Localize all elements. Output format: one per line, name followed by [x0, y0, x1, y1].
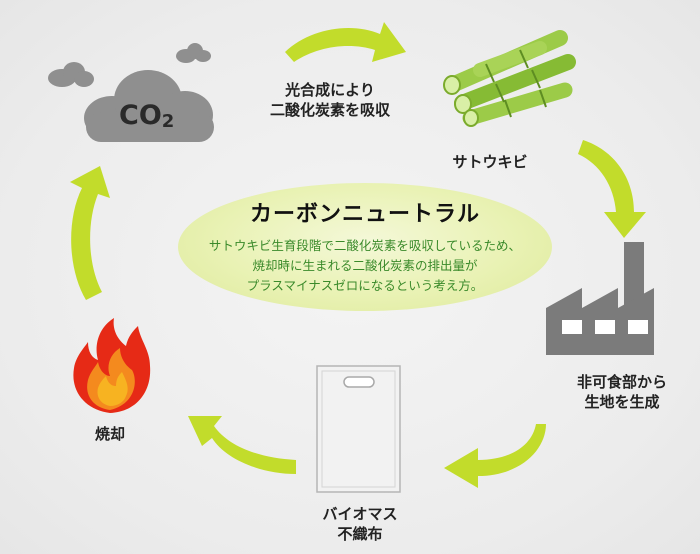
- factory-label-line-1: 非可食部から: [576, 373, 667, 391]
- arrow-to-co2-icon: [70, 166, 110, 300]
- arrow-to-factory-icon: [578, 140, 646, 238]
- bag-label-line-2: 不織布: [337, 525, 383, 543]
- center-description-line-2: 焼却時に生まれる二酸化炭素の排出量が: [252, 258, 478, 273]
- absorption-label-line-2: 二酸化炭素を吸収: [269, 101, 390, 119]
- co2-text: CO2: [119, 100, 174, 132]
- arrow-to-bag-icon: [444, 424, 546, 488]
- absorption-label-line-1: 光合成により: [285, 81, 375, 99]
- center-title: カーボンニュートラル: [249, 202, 480, 227]
- factory-label: 非可食部から 生地を生成: [552, 372, 692, 412]
- bag-label-line-1: バイオマス: [322, 505, 398, 523]
- center-description-line-1: サトウキビ生育段階で二酸化炭素を吸収しているため、: [208, 238, 522, 253]
- co2-subscript: 2: [162, 111, 175, 132]
- sugarcane-label: サトウキビ: [452, 153, 528, 171]
- absorption-label: 光合成により 二酸化炭素を吸収: [230, 80, 430, 120]
- arrow-to-fire-icon: [188, 416, 296, 474]
- bag-label: バイオマス 不織布: [290, 504, 430, 544]
- factory-label-line-2: 生地を生成: [584, 393, 660, 411]
- fire-label: 焼却: [94, 425, 125, 443]
- arrow-to-sugarcane-icon: [285, 22, 406, 62]
- center-description-line-3: プラスマイナスゼロになるという考え方。: [246, 278, 484, 293]
- center-ellipse: [178, 183, 552, 311]
